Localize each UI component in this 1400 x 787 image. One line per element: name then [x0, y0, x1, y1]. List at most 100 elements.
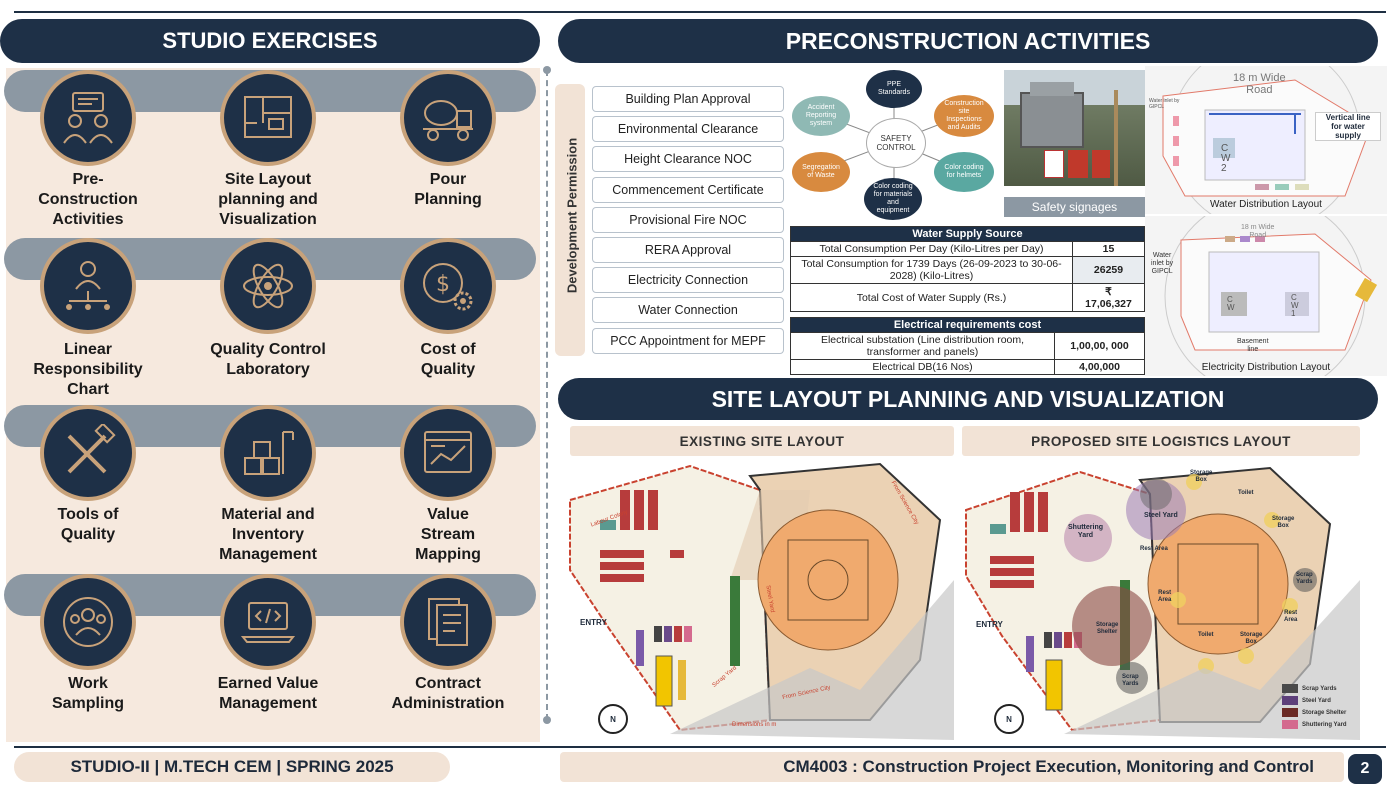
safety-center: SAFETY CONTROL — [866, 118, 926, 168]
legend-item: Shuttering Yard — [1282, 720, 1358, 729]
elec-layout-caption: Electricity Distribution Layout — [1201, 362, 1331, 373]
atom-icon — [220, 238, 316, 334]
safety-accident: Accident Reporting system — [792, 96, 850, 136]
water-row-label: Total Cost of Water Supply (Rs.) — [790, 283, 1073, 312]
legend-swatch — [1282, 720, 1298, 729]
proposed-rest-3: Rest Area — [1284, 610, 1298, 623]
water-road-label: 18 m Wide Road — [1233, 72, 1286, 96]
laptop-code-icon — [220, 574, 316, 670]
elec-cw2-label: C W 1 — [1291, 293, 1299, 318]
permission-item: Provisional Fire NOC — [592, 206, 784, 233]
water-cw-label: C W 2 — [1221, 143, 1231, 174]
electrical-table-title: Electrical requirements cost — [790, 317, 1145, 333]
existing-dims-label: Dimensions in m — [732, 722, 777, 728]
vertical-separator — [546, 70, 548, 720]
exercise-label: Material and Inventory Management — [219, 506, 317, 563]
exercise-label: Linear Responsibility Chart — [33, 341, 143, 398]
exercise-label: Tools of Quality — [57, 506, 119, 543]
legend-item: Steel Yard — [1282, 696, 1358, 705]
development-permission-label: Development Permission — [555, 84, 585, 356]
safety-waste: Segregation of Waste — [792, 152, 850, 192]
safety-ppe: PPE Standards — [866, 70, 922, 108]
exercise-label: Value Stream Mapping — [415, 506, 481, 563]
proposed-scrap-2: Scrap Yards — [1296, 572, 1313, 585]
water-row-label: Total Consumption for 1739 Days (26-09-2… — [790, 256, 1073, 284]
separator-dot-bottom — [543, 716, 551, 724]
water-distribution-layout: 18 m Wide Road Vertical line for water s… — [1145, 66, 1387, 214]
dashboard-icon — [400, 405, 496, 501]
proposed-steel-label: Steel Yard — [1144, 512, 1178, 519]
elec-inlet-label: Water inlet by GIPCL — [1151, 252, 1174, 275]
legend-swatch — [1282, 684, 1298, 693]
tools-icon — [40, 405, 136, 501]
team-icon — [40, 574, 136, 670]
page-number: 2 — [1348, 754, 1382, 784]
water-row-value: 15 — [1072, 241, 1145, 257]
water-row-label: Total Consumption Per Day (Kilo-Litres p… — [790, 241, 1073, 257]
footer-right: CM4003 : Construction Project Execution,… — [560, 752, 1344, 782]
electricity-distribution-layout: 18 m Wide Road Water inlet by GIPCL C W … — [1145, 216, 1387, 376]
exercise-label: Pour Planning — [414, 171, 482, 208]
existing-north-arrow-icon: N — [598, 704, 628, 734]
electrical-row-value: 4,00,000 — [1054, 359, 1145, 375]
footer-left: STUDIO-II | M.TECH CEM | SPRING 2025 — [14, 752, 450, 782]
proposed-rest-2: Rest Area — [1158, 590, 1172, 603]
water-supply-table: Water Supply Source Total Consumption Pe… — [790, 226, 1145, 312]
documents-icon — [400, 574, 496, 670]
water-supply-note: Vertical line for water supply — [1315, 112, 1381, 141]
water-layout-caption: Water Distribution Layout — [1210, 199, 1322, 210]
permission-item: PCC Appointment for MEPF — [592, 327, 784, 354]
legend-label: Shuttering Yard — [1302, 721, 1347, 728]
electrical-row-label: Electrical substation (Line distribution… — [790, 332, 1055, 360]
water-table-title: Water Supply Source — [790, 226, 1145, 242]
safety-inspections: Construction site Inspections and Audits — [934, 95, 994, 137]
permission-item: Water Connection — [592, 297, 784, 324]
exercise-label: Quality Control Laboratory — [210, 341, 326, 378]
org-chart-icon — [40, 238, 136, 334]
water-row-value: ₹ 17,06,327 — [1072, 283, 1145, 312]
proposed-storage-box-1: Storage Box — [1190, 470, 1213, 483]
permission-item: Building Plan Approval — [592, 86, 784, 112]
elec-road-label: 18 m Wide Road — [1241, 224, 1275, 239]
exercise-label: Contract Administration — [391, 675, 505, 712]
electrical-table: Electrical requirements cost Electrical … — [790, 317, 1145, 375]
exercise-label: Earned Value Management — [217, 675, 319, 712]
legend-item: Storage Shelter — [1282, 708, 1358, 717]
proposed-site-plan: ENTRY Shuttering Yard Steel Yard Storage… — [960, 460, 1360, 740]
top-divider — [14, 11, 1386, 13]
water-row-value: 26259 — [1072, 256, 1145, 284]
permission-item: Commencement Certificate — [592, 176, 784, 203]
proposed-shuttering-label: Shuttering Yard — [1068, 524, 1103, 539]
permission-item: Height Clearance NOC — [592, 146, 784, 173]
proposed-scrap-1: Scrap Yards — [1122, 674, 1139, 687]
blueprint-icon — [220, 70, 316, 166]
proposed-toilet-2: Toilet — [1198, 632, 1214, 638]
meeting-icon — [40, 70, 136, 166]
elec-cw1-label: C W — [1227, 295, 1235, 312]
elec-basement-label: Basement line — [1237, 338, 1269, 353]
proposed-entry-label: ENTRY — [976, 620, 1003, 629]
electrical-row-value: 1,00,00, 000 — [1054, 332, 1145, 360]
legend-item: Scrap Yards — [1282, 684, 1358, 693]
exercise-label: Pre- Construction Activities — [38, 171, 138, 228]
safety-signage-photo — [1004, 70, 1145, 186]
proposed-storage-shelter: Storage Shelter — [1096, 622, 1119, 635]
footer-divider — [14, 746, 1386, 748]
legend-label: Storage Shelter — [1302, 709, 1347, 716]
legend-label: Steel Yard — [1302, 697, 1331, 704]
proposed-storage-box-3: Storage Box — [1240, 632, 1263, 645]
concrete-mixer-icon — [400, 70, 496, 166]
proposed-site-header: PROPOSED SITE LOGISTICS LAYOUT — [962, 426, 1360, 456]
permission-item: Environmental Clearance — [592, 116, 784, 143]
dollar-gear-icon: $ — [400, 238, 496, 334]
exercise-label: Work Sampling — [51, 675, 124, 712]
electrical-row-label: Electrical DB(16 Nos) — [790, 359, 1055, 375]
legend-swatch — [1282, 708, 1298, 717]
permission-item: Electricity Connection — [592, 267, 784, 294]
studio-exercises-title: STUDIO EXERCISES — [0, 19, 540, 63]
exercise-label: Site Layout planning and Visualization — [218, 171, 318, 228]
proposed-toilet-1: Toilet — [1238, 490, 1254, 496]
svg-text:$: $ — [436, 272, 450, 297]
water-inlet-label: Water inlet by GIPCL — [1149, 98, 1180, 110]
